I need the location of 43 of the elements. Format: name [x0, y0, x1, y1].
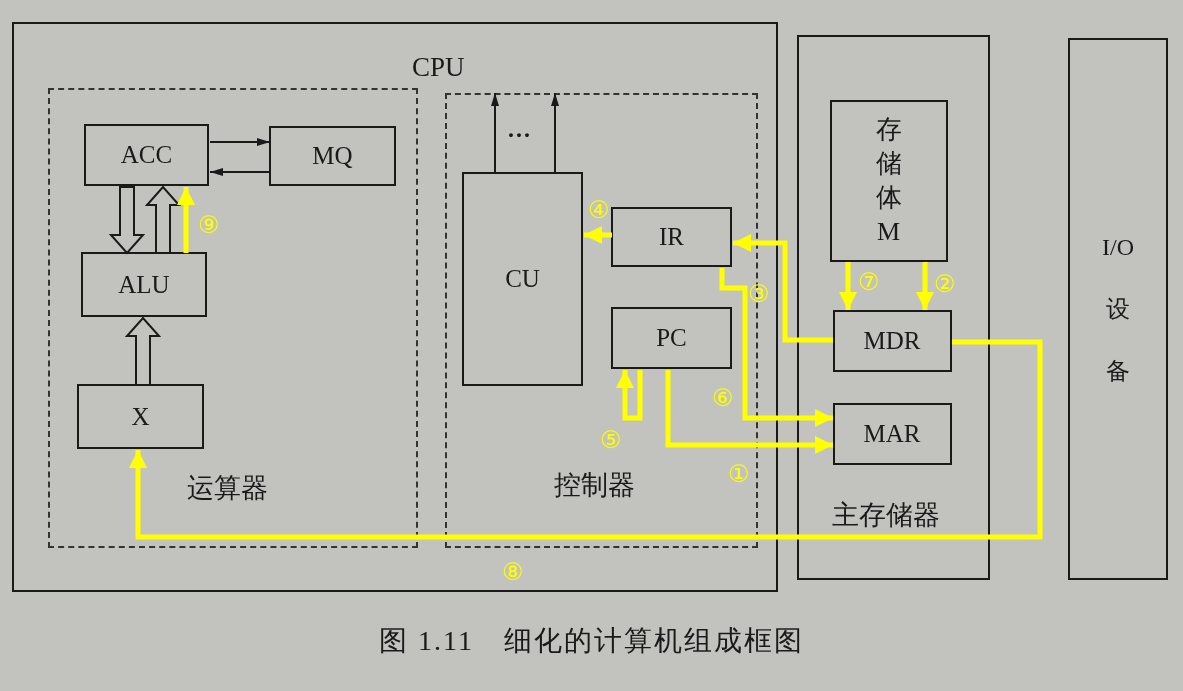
arrow: [665, 370, 833, 454]
arrow: [916, 262, 934, 310]
register-box: PC: [611, 307, 732, 369]
arrow: [491, 92, 499, 174]
block-arrow: [108, 186, 146, 255]
step-number: ⑦: [858, 270, 880, 294]
arrow: [719, 268, 833, 427]
group-label: 运算器: [186, 471, 268, 505]
register-box: MAR: [832, 402, 952, 465]
register-box: IR: [611, 207, 732, 267]
group-label: CPU: [412, 52, 465, 83]
arrow: [733, 234, 833, 343]
arrow: [616, 370, 643, 421]
step-number: ⑧: [502, 560, 524, 584]
arrow: [551, 92, 559, 174]
block-arrow: [144, 185, 182, 254]
control-unit-box: CU: [462, 172, 583, 386]
arrow: [209, 168, 271, 176]
register-box: X: [77, 384, 204, 449]
step-number: ②: [934, 272, 956, 296]
io-device-box: I/O设备: [1068, 38, 1168, 580]
ellipsis: ···: [507, 122, 531, 149]
step-number: ③: [748, 282, 770, 306]
step-number: ⑤: [600, 428, 622, 452]
register-box: ACC: [84, 124, 209, 186]
step-number: ①: [728, 462, 750, 486]
register-box: MQ: [269, 126, 396, 186]
alu-box: ALU: [81, 252, 207, 317]
block-arrow: [124, 316, 162, 386]
group-label: 控制器: [553, 468, 635, 502]
arrow: [129, 339, 1043, 540]
arrow: [177, 187, 195, 253]
memory-frame: [797, 35, 990, 580]
arrow: [839, 262, 857, 310]
figure-caption: 图 1.11 细化的计算机组成框图: [378, 624, 805, 658]
step-number: ⑥: [712, 386, 734, 410]
arrow: [584, 226, 612, 244]
register-box: MDR: [832, 309, 952, 372]
step-number: ⑨: [198, 213, 220, 237]
step-number: ④: [588, 198, 610, 222]
arrow: [209, 138, 271, 146]
storage-box: 存储体M: [829, 99, 948, 262]
group-label: 主存储器: [832, 499, 940, 532]
